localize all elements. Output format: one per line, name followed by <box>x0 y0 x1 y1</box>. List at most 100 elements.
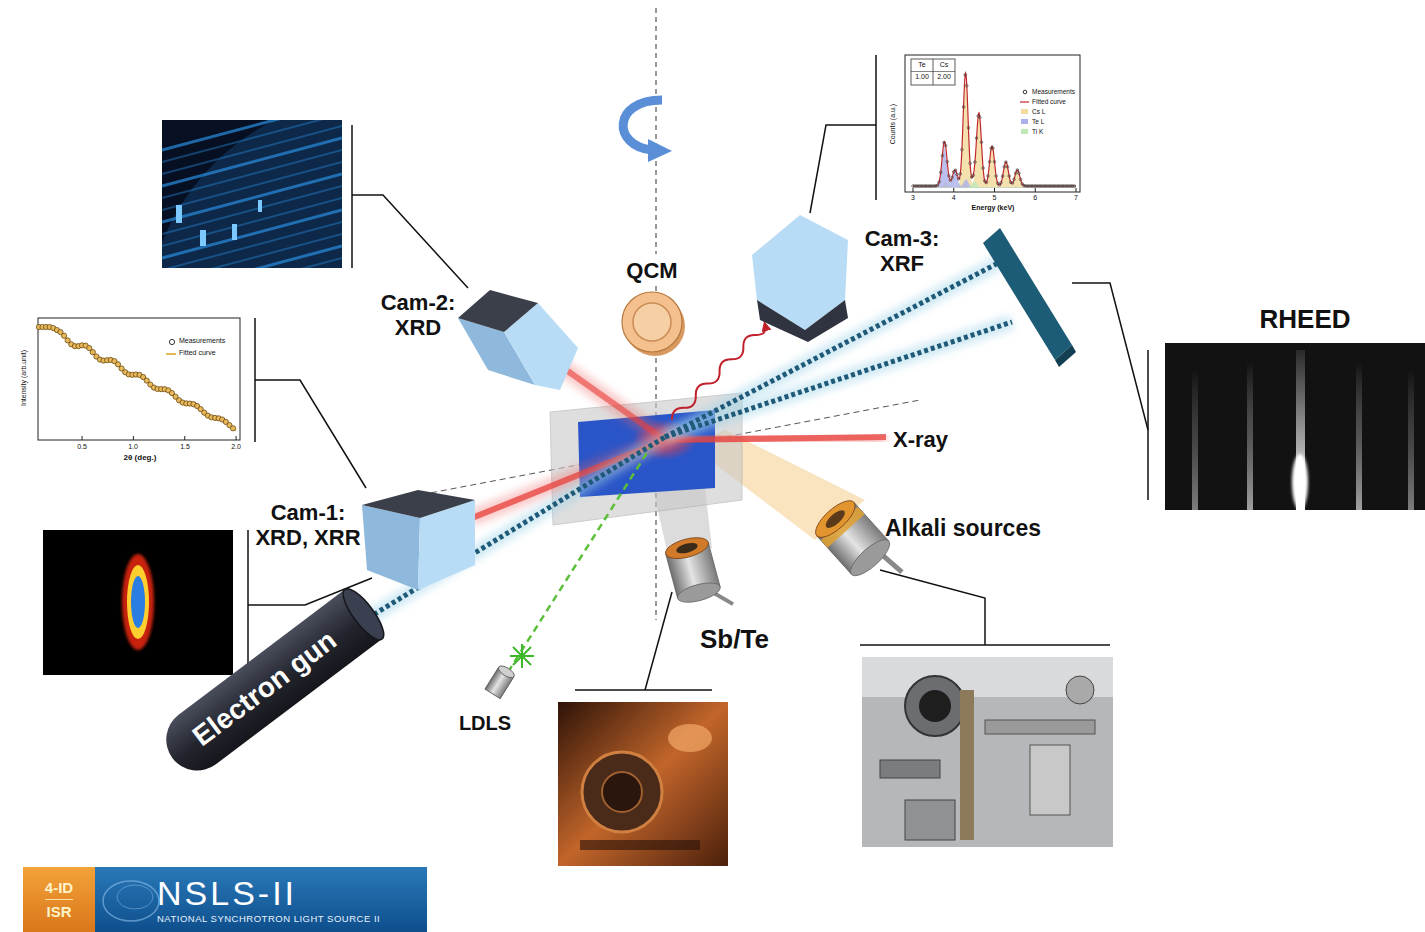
part-label: QCM <box>626 258 677 283</box>
photo-ground <box>862 657 1113 847</box>
electron-gun: Electron gun <box>154 587 385 783</box>
diffraction-streak <box>162 186 342 234</box>
legend-text: Fitted curve <box>179 349 216 357</box>
tick-mark <box>1076 188 1077 192</box>
qcm-crystal <box>633 303 671 341</box>
tick-label: 2.0 <box>231 443 241 451</box>
measurement-point <box>946 160 949 163</box>
camera-face <box>757 300 848 342</box>
leader-line <box>255 380 366 488</box>
tick-label: 5 <box>993 194 997 201</box>
bracket <box>351 125 353 268</box>
leader-line <box>880 570 985 645</box>
logo-swirl <box>103 881 159 921</box>
photo-detail <box>1066 676 1094 704</box>
electron-beams <box>368 262 1012 618</box>
measurement-point <box>1014 172 1017 175</box>
measurement-point <box>948 174 951 177</box>
measurement-point <box>987 175 990 178</box>
beamline-id: 4-ID <box>45 879 73 899</box>
te-area <box>913 147 1076 188</box>
rheed-image <box>1165 343 1425 510</box>
sbte-photo <box>558 702 728 866</box>
legend-text: Te L <box>1032 118 1044 125</box>
bracket <box>575 689 712 691</box>
camera-1 <box>362 490 475 590</box>
alkali-source <box>810 495 910 598</box>
measurement-point <box>949 179 952 182</box>
cam1-image <box>43 530 233 675</box>
photo-detail <box>905 800 955 840</box>
electron-beam <box>665 322 1012 437</box>
beam-spot <box>122 554 154 650</box>
diffraction-spot <box>200 230 206 246</box>
measurement-point <box>943 141 946 144</box>
measurement-point <box>1013 178 1016 181</box>
axis-title: Intensity (arb.unit) <box>20 350 27 406</box>
leader-line <box>352 195 468 288</box>
tick-mark <box>1035 188 1036 192</box>
tick-label: 7 <box>1074 194 1078 201</box>
measurement-point <box>936 184 939 187</box>
tick-mark <box>994 188 995 192</box>
table-rule <box>933 59 934 85</box>
ldls-lamp <box>485 664 516 699</box>
measurement-point <box>965 84 968 87</box>
table-cell: 1.00 <box>915 73 929 81</box>
rotation-arrow <box>623 100 662 150</box>
measurement-point <box>944 144 947 147</box>
rotation-axis <box>656 8 657 254</box>
part-label: Alkali sources <box>885 515 1041 541</box>
diffraction-streak <box>162 138 342 186</box>
photo-detail <box>1030 745 1070 815</box>
photo-detail <box>582 752 662 832</box>
tick-label: 6 <box>1033 194 1037 201</box>
tick-label: 2.0 <box>231 443 241 450</box>
diffraction-streak <box>162 120 342 162</box>
logo-swirl <box>117 885 153 909</box>
photo-detail <box>602 772 642 812</box>
measurement-point <box>959 173 962 176</box>
plot-frame <box>905 55 1080 192</box>
legend-text: Measurements <box>179 337 225 344</box>
measurement-point <box>974 161 977 164</box>
camera-label: Cam-1: XRD, XRR <box>247 500 369 551</box>
beam-spot <box>131 576 145 628</box>
beamline-name: ISR <box>46 903 71 920</box>
rheed-streak <box>1192 370 1198 510</box>
camera-face <box>458 290 538 332</box>
measurement-point <box>982 167 985 170</box>
legend-text: Measurements <box>1032 88 1075 95</box>
diffraction-streak <box>162 234 342 268</box>
xrr-chart <box>36 318 240 440</box>
qcm <box>622 292 682 352</box>
diffraction-streak <box>162 258 342 268</box>
source-end <box>846 534 895 581</box>
tick-label: 1.5 <box>180 443 190 451</box>
measurement-point <box>935 185 938 188</box>
legend-text: Ti K <box>1032 128 1043 135</box>
beam-spot <box>127 565 149 639</box>
cs-area <box>913 83 1076 189</box>
measurement-point <box>956 173 959 176</box>
legend-text: Fitted curve <box>179 349 216 356</box>
legend-text: Cs L <box>1032 108 1045 115</box>
device-name: Electron gun <box>187 624 343 753</box>
measurement-point <box>1011 182 1014 185</box>
measurement-point <box>979 116 982 119</box>
light-star <box>510 644 534 668</box>
measurement-point <box>1016 169 1019 172</box>
legend-marker <box>1023 90 1027 94</box>
camera-label: Cam-2: XRD <box>362 290 474 341</box>
measurement-point <box>1001 175 1004 178</box>
measurement-point <box>1019 178 1022 181</box>
photo-detail <box>919 690 951 722</box>
tick-mark <box>913 188 914 192</box>
legend-swatch <box>1021 129 1028 134</box>
table-cell: Te <box>918 61 925 69</box>
tick-label: 7 <box>1074 194 1078 202</box>
diffraction-spot <box>176 205 182 223</box>
image-ground <box>1165 343 1425 510</box>
table-cell: 1.00 <box>915 73 929 80</box>
tick-label: 0.5 <box>77 443 87 451</box>
